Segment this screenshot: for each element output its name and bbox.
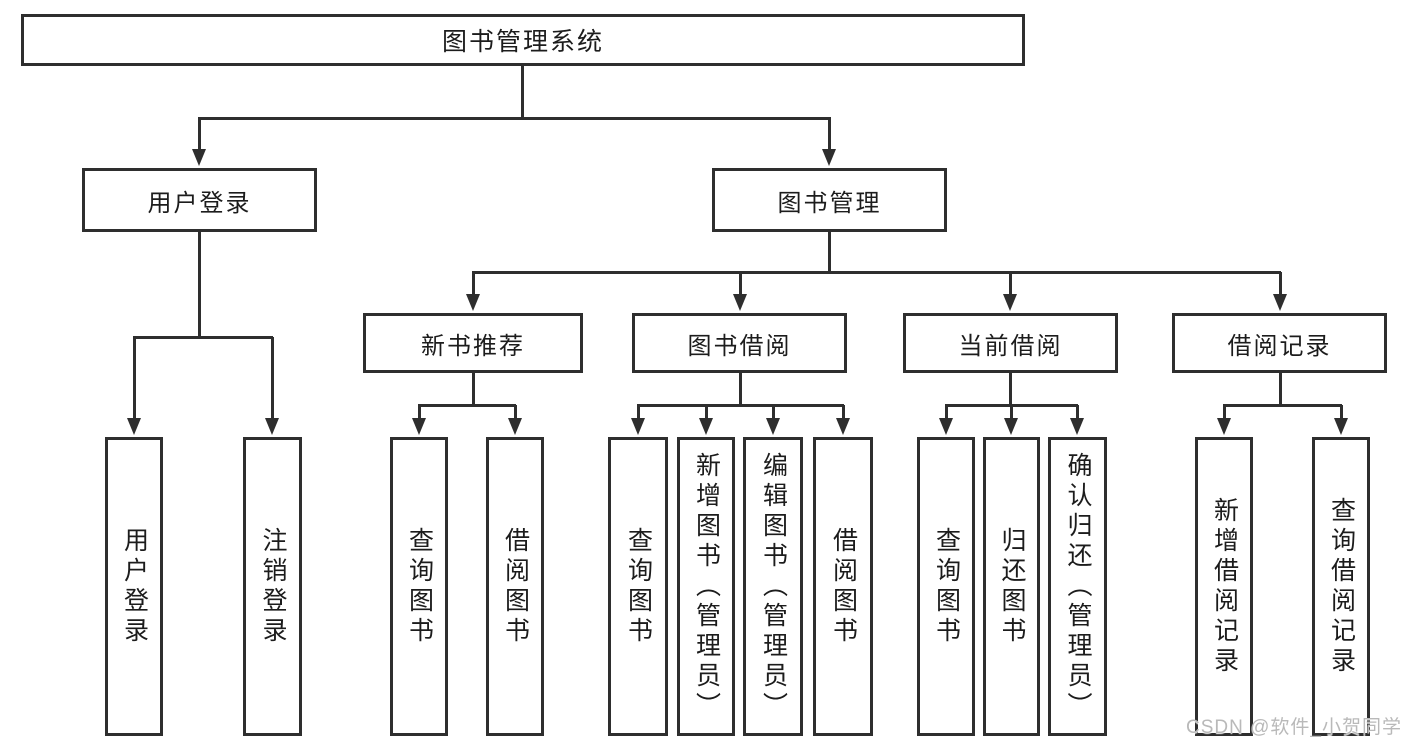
- node-current-borrowing: 当前借阅: [903, 313, 1118, 373]
- arrowhead-icon-bb-query: [631, 418, 645, 435]
- arrow-line-current-borrowing: [1009, 272, 1012, 298]
- arrow-line-new-book: [472, 272, 475, 298]
- arrowhead-icon-current-borrowing: [1003, 294, 1017, 311]
- arrow-line-cb-confirm: [1076, 405, 1079, 422]
- stem-new-book: [472, 373, 475, 407]
- leaf-newbook-borrow-books: 借阅图书: [486, 437, 544, 736]
- leaf-current-query-books: 查询图书: [917, 437, 975, 736]
- arrow-line-nb-borrow: [514, 405, 517, 422]
- watermark-text: CSDN @软件_小贺同学: [1186, 717, 1402, 738]
- leaf-borrowing-add-books-admin: 新增图书（管理员）: [677, 437, 735, 736]
- rail-user-login: [133, 336, 273, 339]
- arrowhead-icon-bb-edit: [766, 418, 780, 435]
- rail-book-borrowing: [637, 404, 844, 407]
- arrowhead-icon-leaf-user-login: [127, 418, 141, 435]
- node-new-book-recommendation: 新书推荐: [363, 313, 583, 373]
- arrow-line-br-query: [1340, 405, 1343, 422]
- arrow-line-nb-query: [418, 405, 421, 422]
- arrow-line-cb-query: [945, 405, 948, 422]
- node-user-login: 用户登录: [82, 168, 317, 232]
- leaf-current-return-books: 归还图书: [983, 437, 1040, 736]
- arrowhead-icon-borrowing-records: [1273, 294, 1287, 311]
- arrowhead-icon-book-borrowing: [733, 294, 747, 311]
- arrow-line-book-management: [828, 118, 831, 153]
- arrow-line-bb-borrow: [842, 405, 845, 422]
- stem-user-login: [198, 232, 201, 339]
- node-borrowing-records: 借阅记录: [1172, 313, 1387, 373]
- arrow-line-user-login: [198, 118, 201, 153]
- arrowhead-icon-cb-return: [1004, 418, 1018, 435]
- arrowhead-icon-new-book: [466, 294, 480, 311]
- arrow-line-cb-return: [1010, 405, 1013, 422]
- rail-new-book: [418, 404, 516, 407]
- arrow-line-bb-edit: [772, 405, 775, 422]
- leaf-borrowing-query-books: 查询图书: [608, 437, 668, 736]
- rail-borrowing-records: [1223, 404, 1342, 407]
- arrowhead-icon-bb-borrow: [836, 418, 850, 435]
- rail-level2: [198, 117, 831, 120]
- arrowhead-icon-br-query: [1334, 418, 1348, 435]
- arrowhead-icon-bb-add: [699, 418, 713, 435]
- stem-book-management: [828, 232, 831, 274]
- leaf-current-confirm-return-admin: 确认归还（管理员）: [1048, 437, 1107, 736]
- arrow-line-bb-query: [637, 405, 640, 422]
- arrow-line-borrowing-records: [1279, 272, 1282, 298]
- arrowhead-icon-nb-borrow: [508, 418, 522, 435]
- arrow-line-leaf-logout: [271, 337, 274, 422]
- stem-root: [521, 66, 524, 119]
- leaf-borrowing-edit-books-admin: 编辑图书（管理员）: [743, 437, 803, 736]
- stem-book-borrowing: [739, 373, 742, 407]
- rail-level3: [472, 271, 1281, 274]
- arrow-line-br-add: [1223, 405, 1226, 422]
- arrowhead-icon-book-management: [822, 149, 836, 166]
- leaf-logout: 注销登录: [243, 437, 302, 736]
- arrowhead-icon-nb-query: [412, 418, 426, 435]
- stem-current-borrowing: [1009, 373, 1012, 407]
- node-book-borrowing: 图书借阅: [632, 313, 847, 373]
- node-library-management-system: 图书管理系统: [21, 14, 1025, 66]
- arrowhead-icon-cb-confirm: [1070, 418, 1084, 435]
- arrow-line-book-borrowing: [739, 272, 742, 298]
- leaf-user-login: 用户登录: [105, 437, 163, 736]
- node-book-management: 图书管理: [712, 168, 947, 232]
- arrowhead-icon-leaf-logout: [265, 418, 279, 435]
- leaf-records-add-borrow-record: 新增借阅记录: [1195, 437, 1253, 736]
- stem-borrowing-records: [1279, 373, 1282, 407]
- leaf-records-query-borrow-record: 查询借阅记录: [1312, 437, 1370, 736]
- leaf-newbook-query-books: 查询图书: [390, 437, 448, 736]
- arrowhead-icon-br-add: [1217, 418, 1231, 435]
- leaf-borrowing-borrow-books: 借阅图书: [813, 437, 873, 736]
- arrow-line-leaf-user-login: [133, 337, 136, 422]
- arrowhead-icon-cb-query: [939, 418, 953, 435]
- arrow-line-bb-add: [705, 405, 708, 422]
- arrowhead-icon-user-login: [192, 149, 206, 166]
